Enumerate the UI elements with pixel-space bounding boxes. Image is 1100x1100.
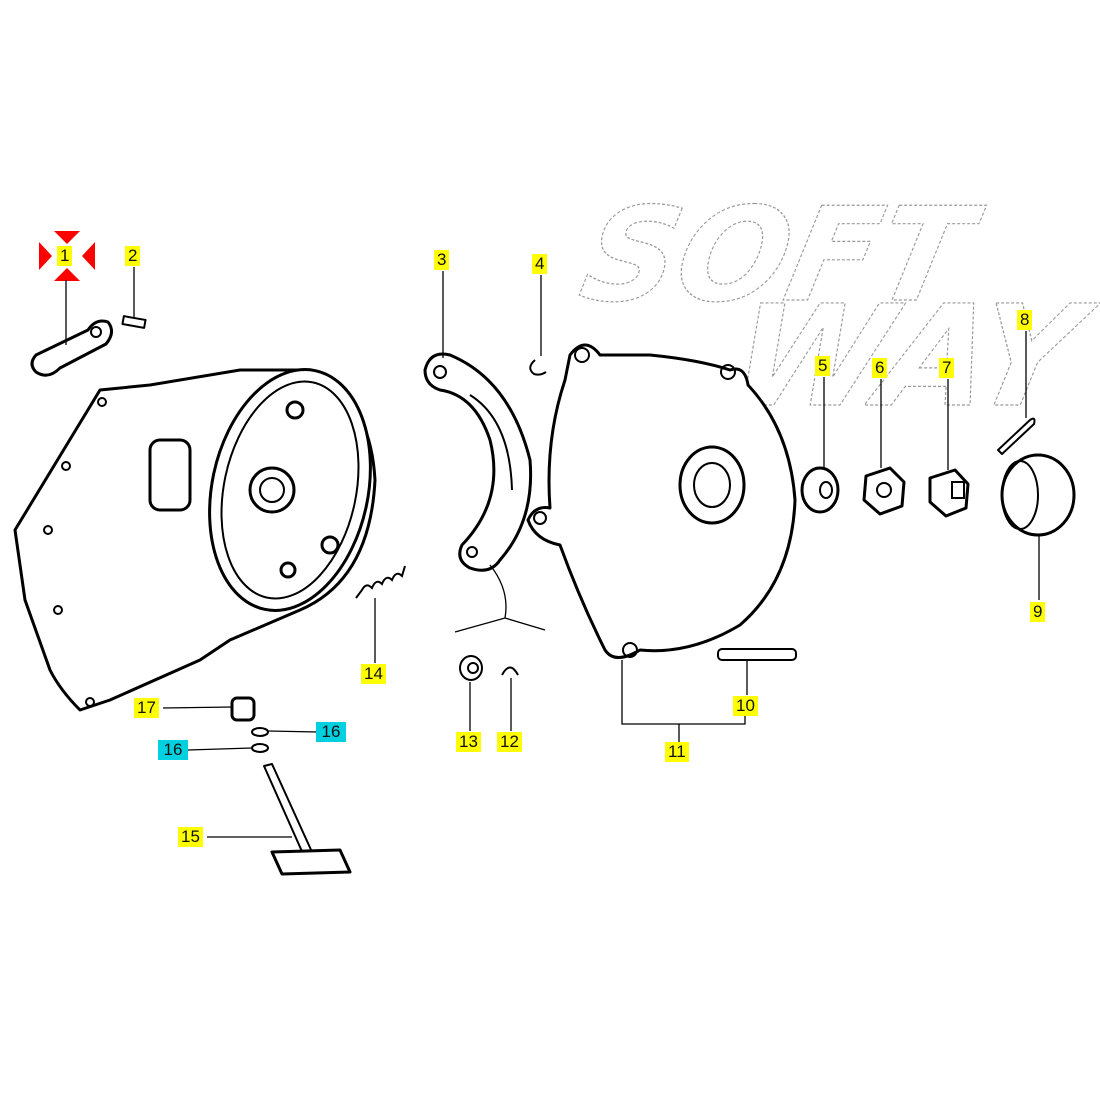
callout-16-bottom[interactable]: 16 bbox=[158, 740, 188, 760]
callout-9[interactable]: 9 bbox=[1030, 602, 1046, 622]
leader-lines bbox=[65, 267, 1040, 838]
part-6-nut bbox=[862, 466, 906, 516]
callout-4[interactable]: 4 bbox=[532, 254, 548, 274]
part-9-cap bbox=[1000, 453, 1076, 537]
callout-3[interactable]: 3 bbox=[434, 250, 450, 270]
part-10-stud bbox=[717, 648, 797, 661]
watermark-line2: WAY bbox=[717, 276, 1100, 438]
part-15-shaft bbox=[263, 763, 352, 876]
part-13-nut bbox=[459, 655, 483, 681]
callout-17[interactable]: 17 bbox=[134, 698, 159, 718]
callout-15[interactable]: 15 bbox=[178, 827, 203, 847]
part-12-clip bbox=[501, 666, 519, 676]
watermark-line1: SOFT bbox=[570, 180, 993, 331]
part-3-brake-shoe bbox=[423, 352, 533, 572]
part-2-pin bbox=[121, 315, 147, 329]
brake-shoe-pair-indicator bbox=[454, 564, 546, 633]
callout-13[interactable]: 13 bbox=[456, 732, 481, 752]
callout-8[interactable]: 8 bbox=[1017, 310, 1033, 330]
part-16-oring-top bbox=[251, 727, 269, 737]
part-17-bush bbox=[230, 696, 256, 722]
callout-14[interactable]: 14 bbox=[361, 664, 386, 684]
part-5-washer bbox=[800, 466, 840, 514]
gearbox-housing bbox=[13, 368, 377, 712]
part-16-oring-bottom bbox=[251, 743, 269, 753]
watermark: SOFT WAY bbox=[569, 180, 1100, 439]
callout-7[interactable]: 7 bbox=[939, 358, 955, 378]
callout-6[interactable]: 6 bbox=[872, 358, 888, 378]
part-7-castle-nut bbox=[928, 468, 970, 518]
part-8-cotter-pin bbox=[997, 417, 1036, 455]
part-14-spring bbox=[355, 565, 406, 599]
callout-11[interactable]: 11 bbox=[665, 742, 689, 762]
selected-marker-icon bbox=[39, 231, 95, 281]
callout-5[interactable]: 5 bbox=[815, 356, 831, 376]
part-11-brake-drum bbox=[526, 343, 797, 659]
callout-12[interactable]: 12 bbox=[497, 732, 522, 752]
callout-10[interactable]: 10 bbox=[733, 696, 758, 716]
callout-1[interactable]: 1 bbox=[57, 246, 73, 266]
callout-16-top[interactable]: 16 bbox=[316, 722, 346, 742]
part-1-lever bbox=[30, 319, 113, 377]
callout-2[interactable]: 2 bbox=[125, 246, 141, 266]
part-4-clip bbox=[529, 359, 547, 376]
